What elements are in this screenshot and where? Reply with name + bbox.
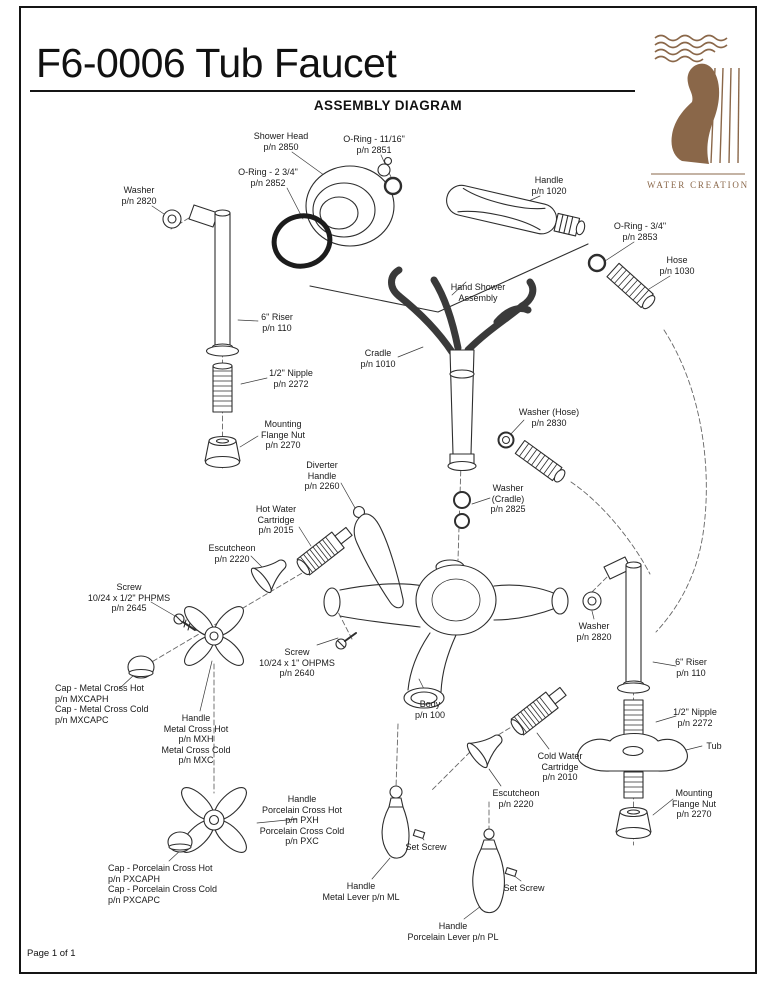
body-part	[323, 559, 569, 709]
part-label-o-ring-2-3-4: O-Ring - 2 3/4"p/n 2852	[238, 167, 298, 188]
o-ring-2-3-4-part	[271, 213, 333, 269]
part-label-o-ring-11-16: O-Ring - 11/16"p/n 2851	[343, 134, 405, 155]
o-ring-11-16-part	[383, 176, 403, 196]
hose-connector-part	[514, 439, 566, 483]
part-label-o-ring-3-4: O-Ring - 3/4"p/n 2853	[613, 221, 667, 242]
riser-part-left	[188, 204, 240, 357]
hand-shower-bracket	[309, 243, 589, 313]
part-label-set-screw-porcelain: Set Screw	[503, 883, 545, 893]
washer-hose-part	[497, 431, 515, 449]
metal-cap-part	[127, 655, 155, 679]
part-label-set-screw-metal: Set Screw	[405, 842, 447, 852]
page-border	[19, 6, 757, 974]
tub-part	[577, 732, 688, 772]
cold-water-cartridge-part	[510, 686, 567, 736]
washer-part-right	[582, 591, 602, 611]
page-number: Page 1 of 1	[27, 948, 76, 959]
flange-nut-part-left	[204, 435, 241, 469]
brand-name: WATER CREATION	[647, 180, 749, 190]
flange-nut-part-right	[615, 806, 652, 840]
cradle-part	[388, 266, 537, 472]
porcelain-cap-part	[167, 831, 193, 853]
set-screw-porcelain-part	[504, 867, 518, 877]
nipple-part-right-lower	[623, 771, 644, 799]
part-label-washer-cradle: Washer(Cradle)p/n 2825	[490, 483, 526, 514]
screw-ohpms-part	[335, 632, 357, 650]
o-ring-3-4-part	[587, 253, 607, 273]
escutcheon-cold-part	[466, 734, 503, 769]
metal-lever-handle-part	[381, 785, 410, 859]
hot-water-cartridge-part	[296, 526, 353, 576]
page-title: F6-0006 Tub Faucet	[36, 40, 397, 86]
riser-part-right	[603, 556, 651, 694]
diagram-subtitle: ASSEMBLY DIAGRAM	[313, 98, 463, 113]
porcelain-lever-handle-part	[472, 828, 505, 914]
metal-cross-handle-part	[184, 606, 244, 666]
escutcheon-hot-part	[250, 559, 287, 594]
hand-shower-handle-part	[446, 184, 586, 237]
part-label-washer-hose: Washer (Hose)p/n 2830	[518, 407, 580, 428]
hose-part	[606, 262, 656, 310]
washer-cradle-part	[453, 491, 471, 529]
title-rule	[30, 90, 635, 92]
screw-phpms-part	[173, 613, 196, 631]
washer-part-top-left	[162, 209, 182, 229]
nipple-part-right	[623, 699, 644, 741]
set-screw-metal-part	[412, 829, 426, 839]
part-label-tub: Tub	[706, 741, 722, 751]
nipple-part-left	[212, 362, 233, 413]
water-creation-logo: WATER CREATION	[646, 28, 750, 200]
water-creation-figure-icon	[651, 34, 745, 175]
